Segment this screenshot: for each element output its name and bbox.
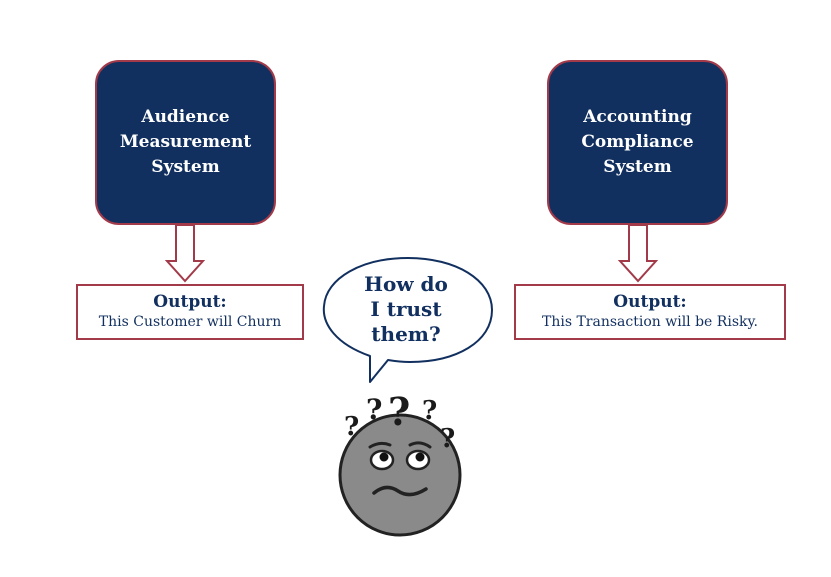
speech-bubble-text: How do I trust them? <box>340 272 472 347</box>
system-label-line: System <box>603 157 672 177</box>
confused-face-icon: ? ? ? ? ? <box>338 389 462 537</box>
bubble-line: I trust <box>370 297 442 321</box>
question-mark: ? <box>344 412 359 442</box>
audience-measurement-system-box: Audience Measurement System <box>95 60 276 225</box>
question-mark: ? <box>366 393 382 426</box>
risky-output-box: Output: This Transaction will be Risky. <box>514 284 786 340</box>
system-label-line: Accounting <box>583 107 692 127</box>
churn-output-box: Output: This Customer will Churn <box>76 284 304 340</box>
down-arrow-icon <box>618 225 658 283</box>
system-label-line: System <box>151 157 220 177</box>
accounting-compliance-system-box: Accounting Compliance System <box>547 60 728 225</box>
output-title: Output: <box>613 292 687 312</box>
down-arrow-icon <box>165 225 205 283</box>
bubble-line: them? <box>371 322 441 346</box>
mouth <box>372 485 428 497</box>
question-mark: ? <box>440 424 455 454</box>
system-label-line: Compliance <box>581 132 694 152</box>
left-eyebrow <box>368 441 392 449</box>
question-mark: ? <box>422 396 437 426</box>
right-eyebrow <box>408 441 432 449</box>
output-text: This Transaction will be Risky. <box>542 314 758 330</box>
output-title: Output: <box>153 292 227 312</box>
output-text: This Customer will Churn <box>98 314 282 330</box>
bubble-line: How do <box>364 272 448 296</box>
system-label-line: Audience <box>141 107 230 127</box>
speech-bubble-icon <box>322 257 493 383</box>
face-head <box>338 413 462 537</box>
system-label-line: Measurement <box>119 132 252 152</box>
right-pupil <box>415 452 425 462</box>
left-pupil <box>379 452 389 462</box>
question-mark: ? <box>388 389 410 434</box>
